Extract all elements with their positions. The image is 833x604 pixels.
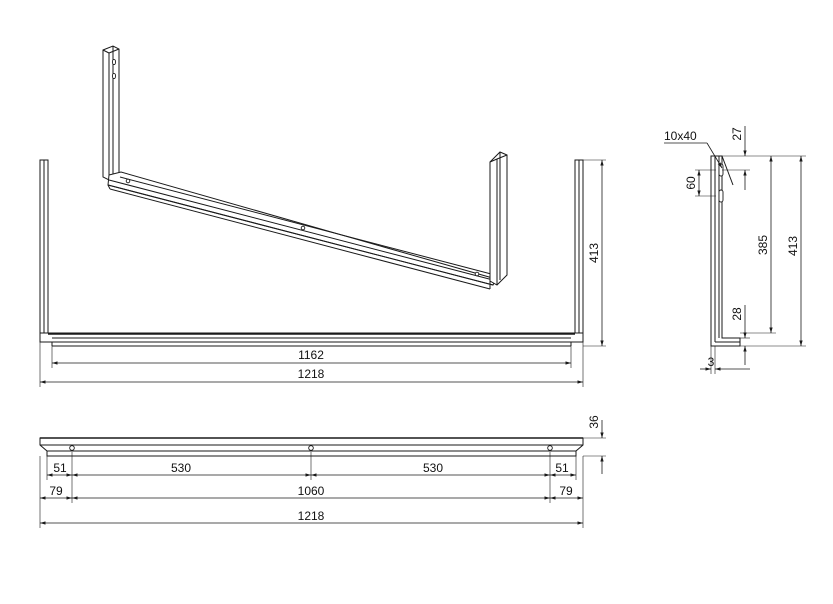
- bottom-total-label: 1218: [298, 509, 325, 523]
- offset-left-label: 79: [49, 484, 63, 498]
- bottom-thickness-label: 36: [587, 415, 601, 429]
- front-height-label: 413: [587, 243, 601, 263]
- side-view: 10x40 27 60 385 413 28 3: [664, 126, 806, 374]
- slot-size-label: 10x40: [664, 129, 697, 143]
- hole-span-label: 1060: [298, 484, 325, 498]
- side-total-height-label: 413: [786, 236, 800, 256]
- top-offset-label: 27: [730, 127, 744, 141]
- hole-left: [69, 445, 75, 451]
- bottom-view: 36 51 530 530 51 79 1060 79 1218: [39, 415, 606, 528]
- bottom-flange-label: 28: [730, 307, 744, 321]
- gap-left-label: 530: [171, 461, 191, 475]
- front-total-width-label: 1218: [298, 367, 325, 381]
- edge-left-label: 51: [53, 461, 67, 475]
- offset-right-label: 79: [559, 484, 573, 498]
- hole-center: [308, 445, 314, 451]
- gap-right-label: 530: [423, 461, 443, 475]
- front-inner-width-label: 1162: [298, 348, 324, 362]
- edge-right-label: 51: [555, 461, 569, 475]
- isometric-bracket: [102, 45, 508, 290]
- slot-lower: [718, 189, 724, 203]
- inner-height-label: 385: [756, 235, 770, 255]
- front-view: 413 1162 1218: [39, 45, 606, 387]
- slot-spacing-label: 60: [684, 176, 698, 190]
- thickness-label: 3: [708, 355, 715, 369]
- hole-right: [547, 445, 553, 451]
